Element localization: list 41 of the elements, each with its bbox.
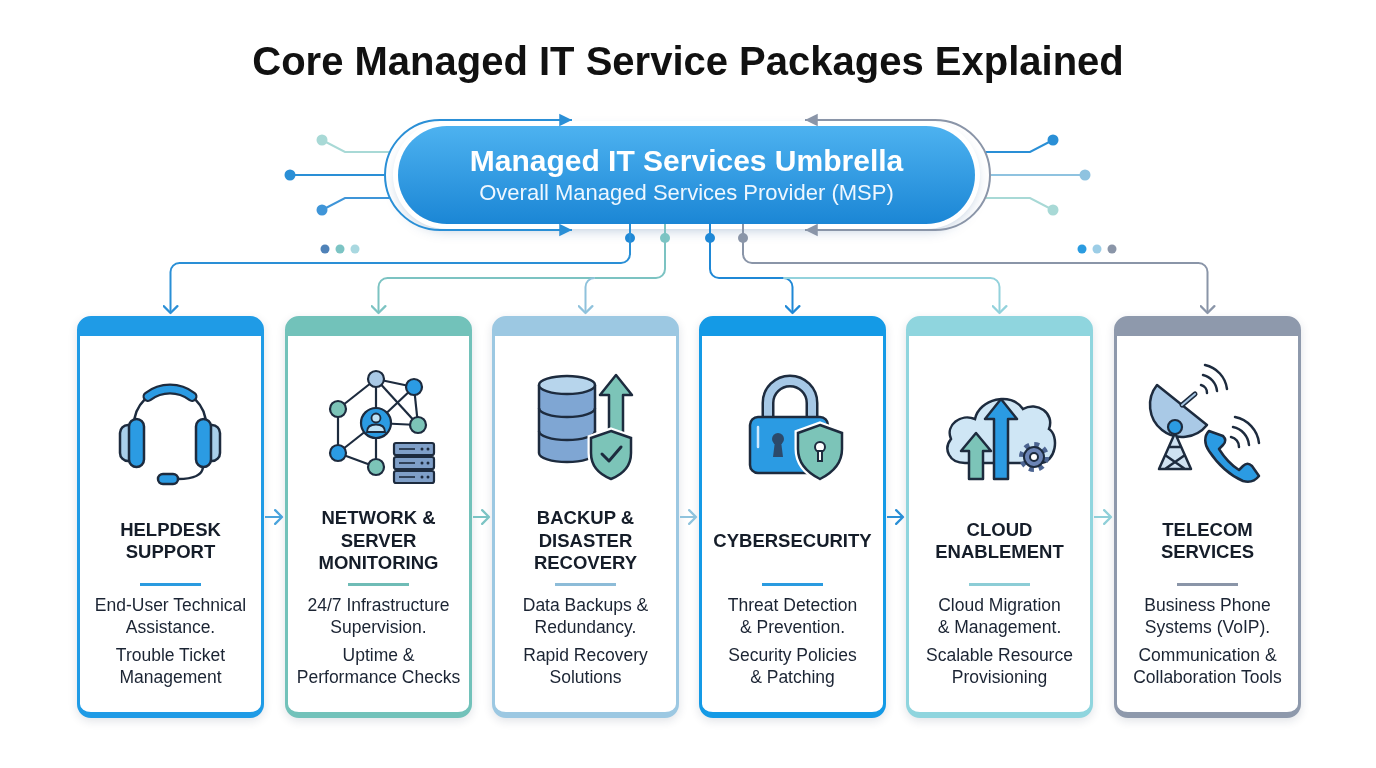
- card-description: Security Policies & Patching: [727, 644, 858, 688]
- service-card: [285, 316, 472, 718]
- card-title: NETWORK & SERVER MONITORING: [317, 507, 440, 575]
- card-title: TELECOM SERVICES: [1159, 518, 1256, 564]
- card-description: Rapid Recovery Solutions: [522, 644, 649, 688]
- connector-arrow: [742, 223, 1216, 315]
- diagram-title: Core Managed IT Service Packages Explained: [252, 38, 1124, 85]
- service-card: [77, 316, 264, 718]
- loop-arrow: [804, 113, 991, 237]
- card-description: Scalable Resource Provisioning: [925, 644, 1074, 688]
- card-description: Communication & Collaboration Tools: [1132, 644, 1283, 688]
- card-description: Cloud Migration & Management.: [936, 594, 1063, 638]
- connector-arrow: [679, 509, 698, 525]
- card-description: Threat Detection & Prevention.: [726, 594, 859, 638]
- card-description: Business Phone Systems (VoIP).: [1143, 594, 1272, 638]
- connector-arrow: [886, 509, 905, 525]
- card-description: End-User Technical Assistance.: [93, 594, 248, 638]
- connector-arrow: [162, 223, 631, 315]
- connector-line: [593, 223, 666, 279]
- connector-arrow: [577, 277, 596, 315]
- card-title: CYBERSECURITY: [712, 529, 873, 553]
- connector-arrow: [264, 509, 284, 525]
- card-description: Uptime & Performance Checks: [295, 644, 462, 688]
- service-card: [1114, 316, 1301, 718]
- service-card: [492, 316, 679, 718]
- service-card: [699, 316, 886, 718]
- connector-arrow: [472, 509, 491, 525]
- card-title: CLOUD ENABLEMENT: [934, 518, 1065, 564]
- banner-subtitle: Overall Managed Services Provider (MSP): [479, 179, 894, 207]
- banner-title: Managed IT Services Umbrella: [469, 143, 904, 179]
- service-card: [906, 316, 1093, 718]
- card-description: 24/7 Infrastructure Supervision.: [306, 594, 451, 638]
- connector-arrow: [782, 277, 801, 315]
- connector-arrow: [782, 277, 1008, 315]
- card-title: HELPDESK SUPPORT: [119, 518, 222, 564]
- loop-arrow: [384, 113, 573, 237]
- connector-arrow: [1093, 509, 1113, 525]
- card-title: BACKUP & DISASTER RECOVERY: [532, 507, 639, 575]
- connector-line: [709, 223, 785, 279]
- card-description: Data Backups & Redundancy.: [521, 594, 650, 638]
- card-description: Trouble Ticket Management: [114, 644, 227, 688]
